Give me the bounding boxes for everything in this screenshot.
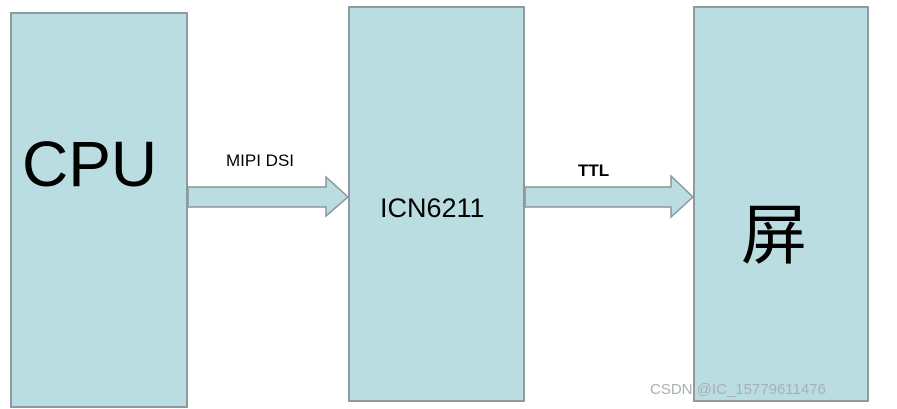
ttl-arrow bbox=[524, 174, 695, 219]
screen-label: 屏 bbox=[741, 197, 807, 274]
icn6211-label: ICN6211 bbox=[380, 193, 485, 223]
watermark-text: CSDN @IC_15779611476 bbox=[650, 381, 826, 398]
mipi-dsi-label: MIPI DSI bbox=[226, 151, 295, 170]
icn6211-block: ICN6211 bbox=[348, 6, 525, 402]
cpu-block: CPU bbox=[10, 12, 188, 408]
screen-block: 屏 bbox=[693, 6, 869, 402]
cpu-label: CPU bbox=[22, 128, 158, 200]
ttl-label: TTL bbox=[578, 161, 610, 180]
mipi-dsi-arrow bbox=[187, 175, 350, 218]
